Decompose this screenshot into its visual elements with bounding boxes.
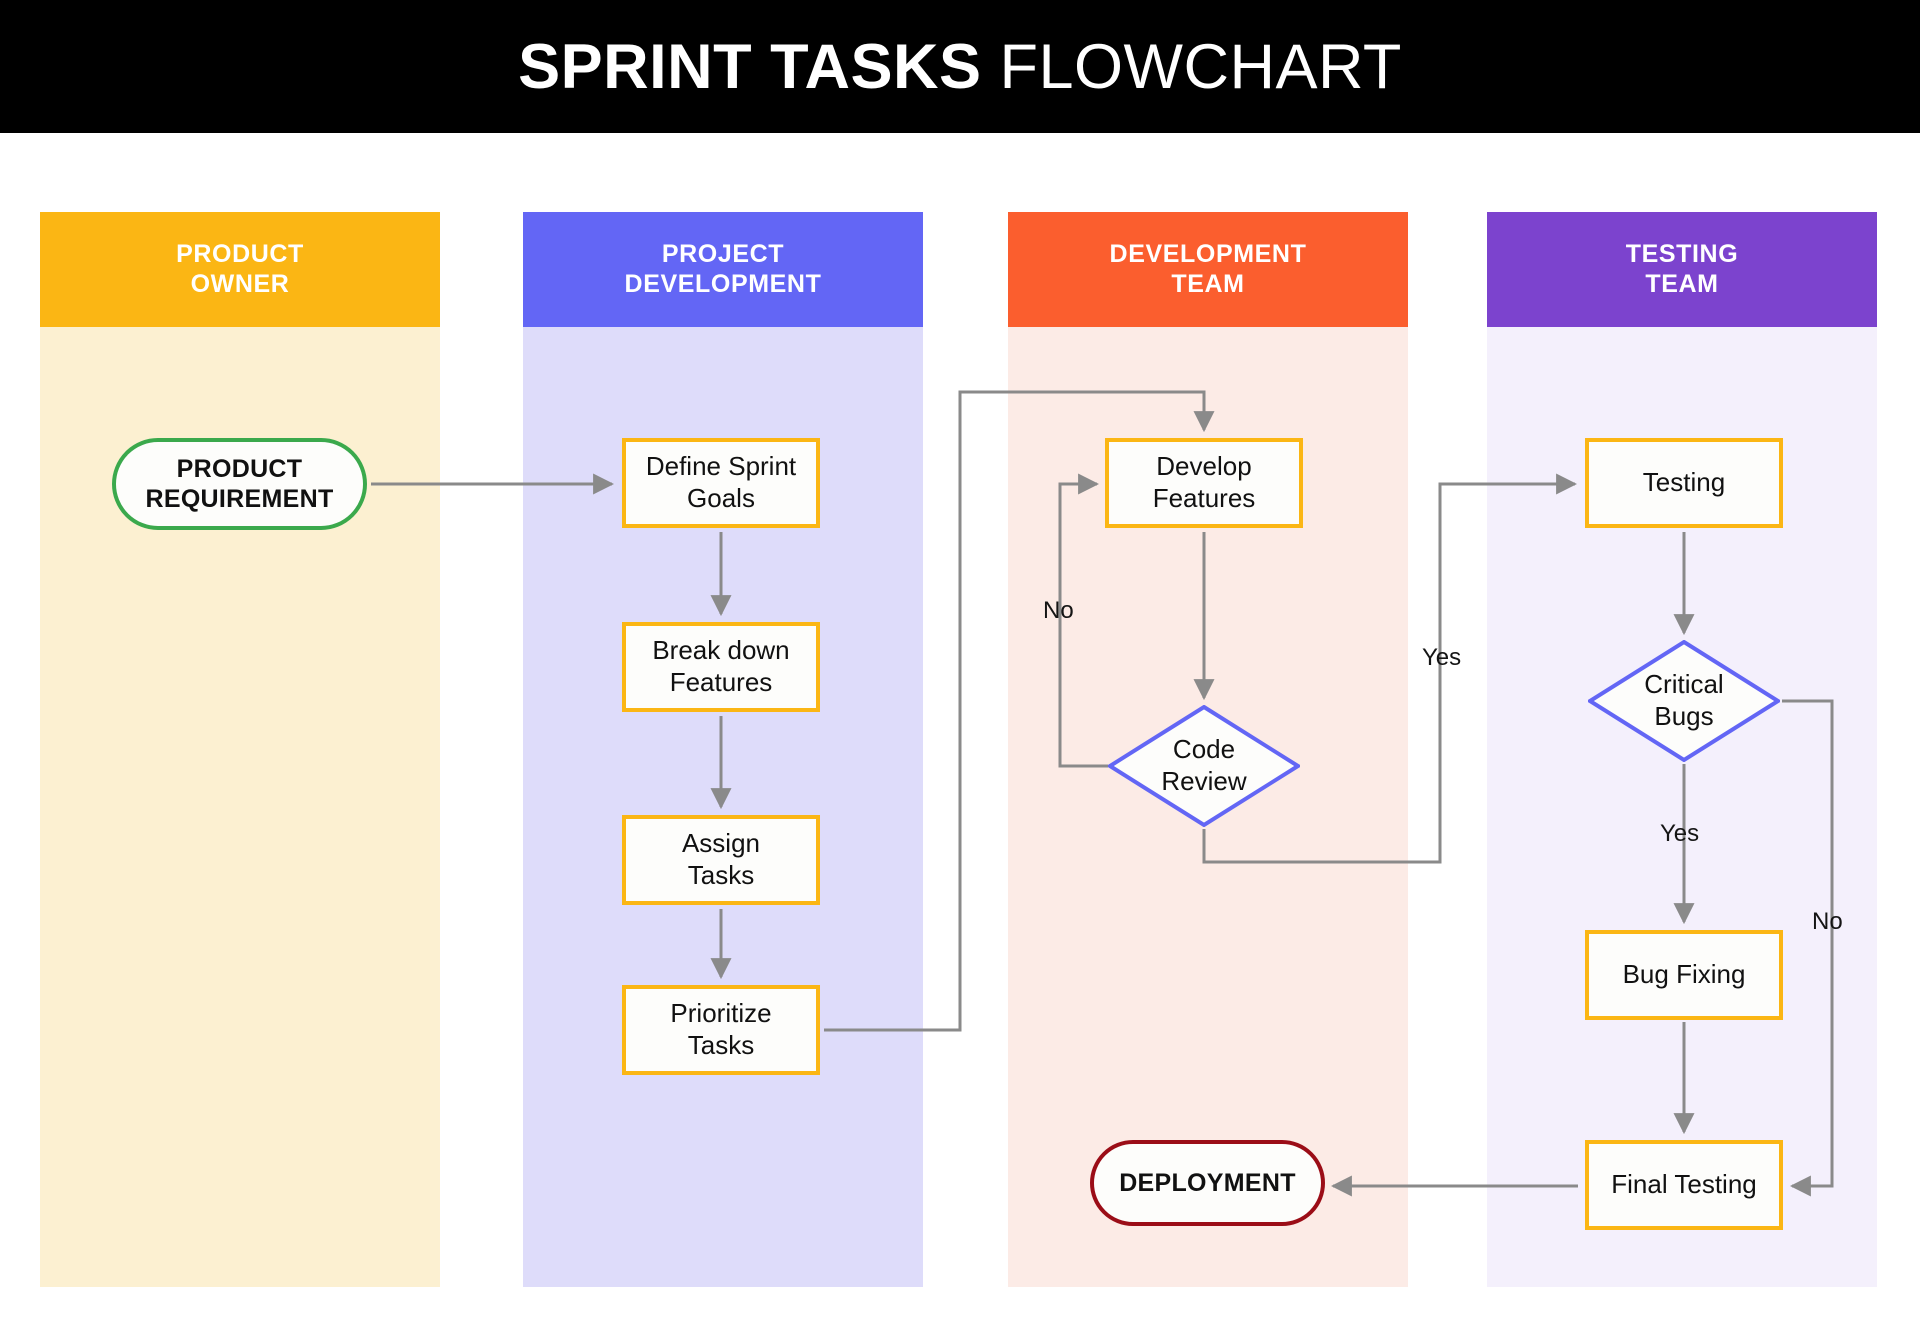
title-bar: SPRINT TASKS FLOWCHART <box>0 0 1920 133</box>
node-label-testing: Testing <box>1642 467 1726 498</box>
swimlane-header-line2: TEAM <box>1171 269 1245 298</box>
node-label-deployment: DEPLOYMENT <box>1119 1168 1296 1197</box>
edge-label-critical-bugs-yes: Yes <box>1660 820 1700 847</box>
swimlane-header-line1: PROJECT <box>661 240 785 268</box>
edge-label-critical-bugs-no: No <box>1812 908 1843 935</box>
diamond-icon <box>1588 640 1780 762</box>
node-testing[interactable]: Testing <box>1585 438 1783 528</box>
node-label-final-testing: Final Testing <box>1611 1169 1757 1200</box>
edge-label-code-review-no: No <box>1043 597 1074 624</box>
title-light: FLOWCHART <box>999 31 1402 102</box>
edge-label-code-review-yes: Yes <box>1422 644 1462 671</box>
page-title: SPRINT TASKS FLOWCHART <box>518 31 1402 103</box>
swimlane-header-line1: DEVELOPMENT <box>1109 240 1307 268</box>
node-bug-fixing[interactable]: Bug Fixing <box>1585 930 1783 1020</box>
title-strong: SPRINT TASKS <box>518 31 982 102</box>
swimlane-header-line2: OWNER <box>190 269 290 298</box>
swimlane-header-line2: TEAM <box>1645 269 1719 298</box>
swimlane-header-line1: PRODUCT <box>176 240 304 268</box>
swimlane-header-line2: DEVELOPMENT <box>624 269 822 298</box>
diamond-icon <box>1108 705 1300 827</box>
node-deployment[interactable]: DEPLOYMENT <box>1090 1140 1325 1226</box>
swimlane-header-line1: TESTING <box>1625 240 1739 268</box>
node-final-testing[interactable]: Final Testing <box>1585 1140 1783 1230</box>
node-label-bug-fixing: Bug Fixing <box>1622 959 1746 990</box>
